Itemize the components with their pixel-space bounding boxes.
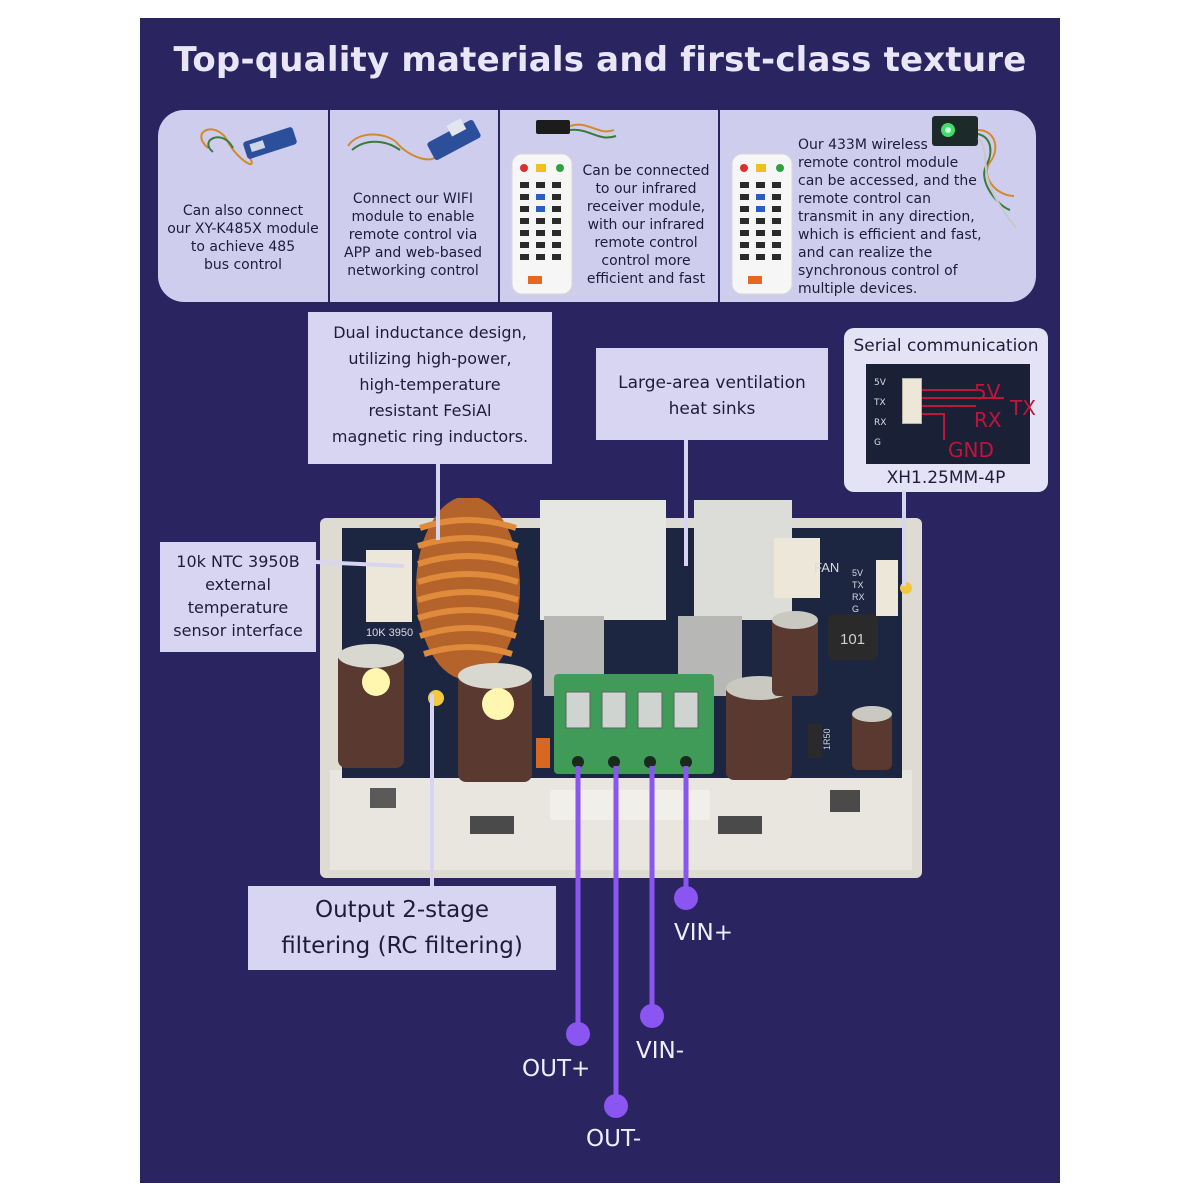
serial-box: Serial communication 5V TX RX G 5V RX GN… [844,328,1048,492]
fan-board-label: FAN [814,560,839,575]
callout-inductance: Dual inductance design, utilizing high-p… [308,312,552,464]
feature-wifi-text: Connect our WIFI module to enable remote… [344,191,482,279]
dcdc-module-photo: 10K 3950 FAN 5V TX RX G 101 [320,498,922,878]
serial-title: Serial communication [853,336,1039,356]
page-title: Top-quality materials and first-class te… [173,40,1027,80]
feature-strip: Can also connect our XY-K485X module to … [158,110,1036,302]
terminal-label-vin-plus: VIN+ [674,920,733,946]
serial-board-pin: 5V [874,378,886,388]
board-pin-label: G [852,604,859,614]
feature-infrared-text: Can be connected to our infrared receive… [582,163,710,287]
callout-ntc: 10k NTC 3950B external temperature senso… [160,542,316,652]
serial-pin-gnd: GND [948,438,994,462]
callout-filtering: Output 2-stage filtering (RC filtering) [248,886,556,970]
serial-board-pin: G [874,438,881,448]
board-pin-label: TX [852,580,864,590]
wifi-module-icon [347,118,481,161]
433m-module-icon [932,116,1017,229]
serial-board-pins: 5V TX RX G [874,368,896,458]
serial-pin-5v: 5V [974,380,1001,404]
serial-connector [902,378,922,424]
wireless-remote-icon [731,153,793,295]
infrared-remote-icon [511,120,617,295]
inductor-code: 101 [840,631,865,648]
board-pin-label: 5V [852,568,863,578]
ntc-board-label: 10K 3950 [366,627,413,639]
serial-wires [922,389,1004,440]
feature-433m: Our 433M wireless remote control module … [718,110,1036,302]
feature-433m-text: Our 433M wireless remote control module … [798,137,982,297]
serial-board-pin: RX [874,418,887,428]
serial-board-pin: TX [874,398,886,408]
rs485-module-icon [200,127,297,165]
feature-infrared: Can be connected to our infrared receive… [498,110,720,302]
resistor-code: 1R50 [822,728,832,750]
terminal-label-out-minus: OUT- [586,1126,642,1152]
board-pin-label: RX [852,592,865,602]
feature-485-text: Can also connect our XY-K485X module to … [167,203,319,273]
feature-485: Can also connect our XY-K485X module to … [158,110,330,302]
callout-heatsinks: Large-area ventilation heat sinks [596,348,828,440]
terminal-label-out-plus: OUT+ [522,1056,591,1082]
serial-connector-label: XH1.25MM-4P [886,468,1006,488]
serial-connector-photo [866,364,1030,464]
feature-wifi: Connect our WIFI module to enable remote… [328,110,500,302]
terminal-label-vin-minus: VIN- [636,1038,685,1064]
serial-pin-tx: TX [1010,396,1036,420]
serial-pin-rx: RX [974,408,1002,432]
